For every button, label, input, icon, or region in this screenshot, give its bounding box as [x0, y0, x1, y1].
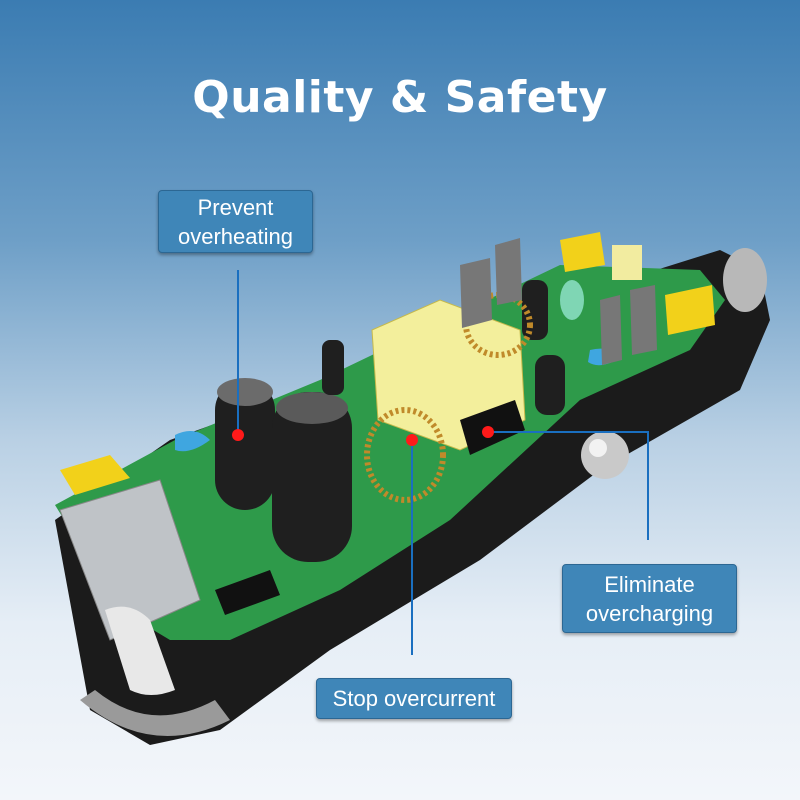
callout-line: Stop overcurrent — [332, 686, 496, 711]
marker-overheating — [232, 429, 244, 441]
markers — [232, 426, 494, 446]
page-title: Quality & Safety — [192, 72, 608, 123]
callout-line: Prevent — [197, 194, 274, 220]
callout-prevent-overheating: Prevent overheating — [158, 190, 313, 253]
components — [59, 232, 715, 695]
leader-lines — [237, 270, 649, 655]
callout-eliminate-overcharging: Eliminate overcharging — [562, 564, 737, 633]
callout-stop-overcurrent: Stop overcurrent — [316, 678, 512, 719]
marker-overcharging — [482, 426, 494, 438]
callout-line: overheating — [178, 223, 293, 249]
marker-overcurrent — [406, 434, 418, 446]
callout-line: overcharging — [585, 600, 714, 626]
callout-line: Eliminate — [604, 571, 695, 597]
